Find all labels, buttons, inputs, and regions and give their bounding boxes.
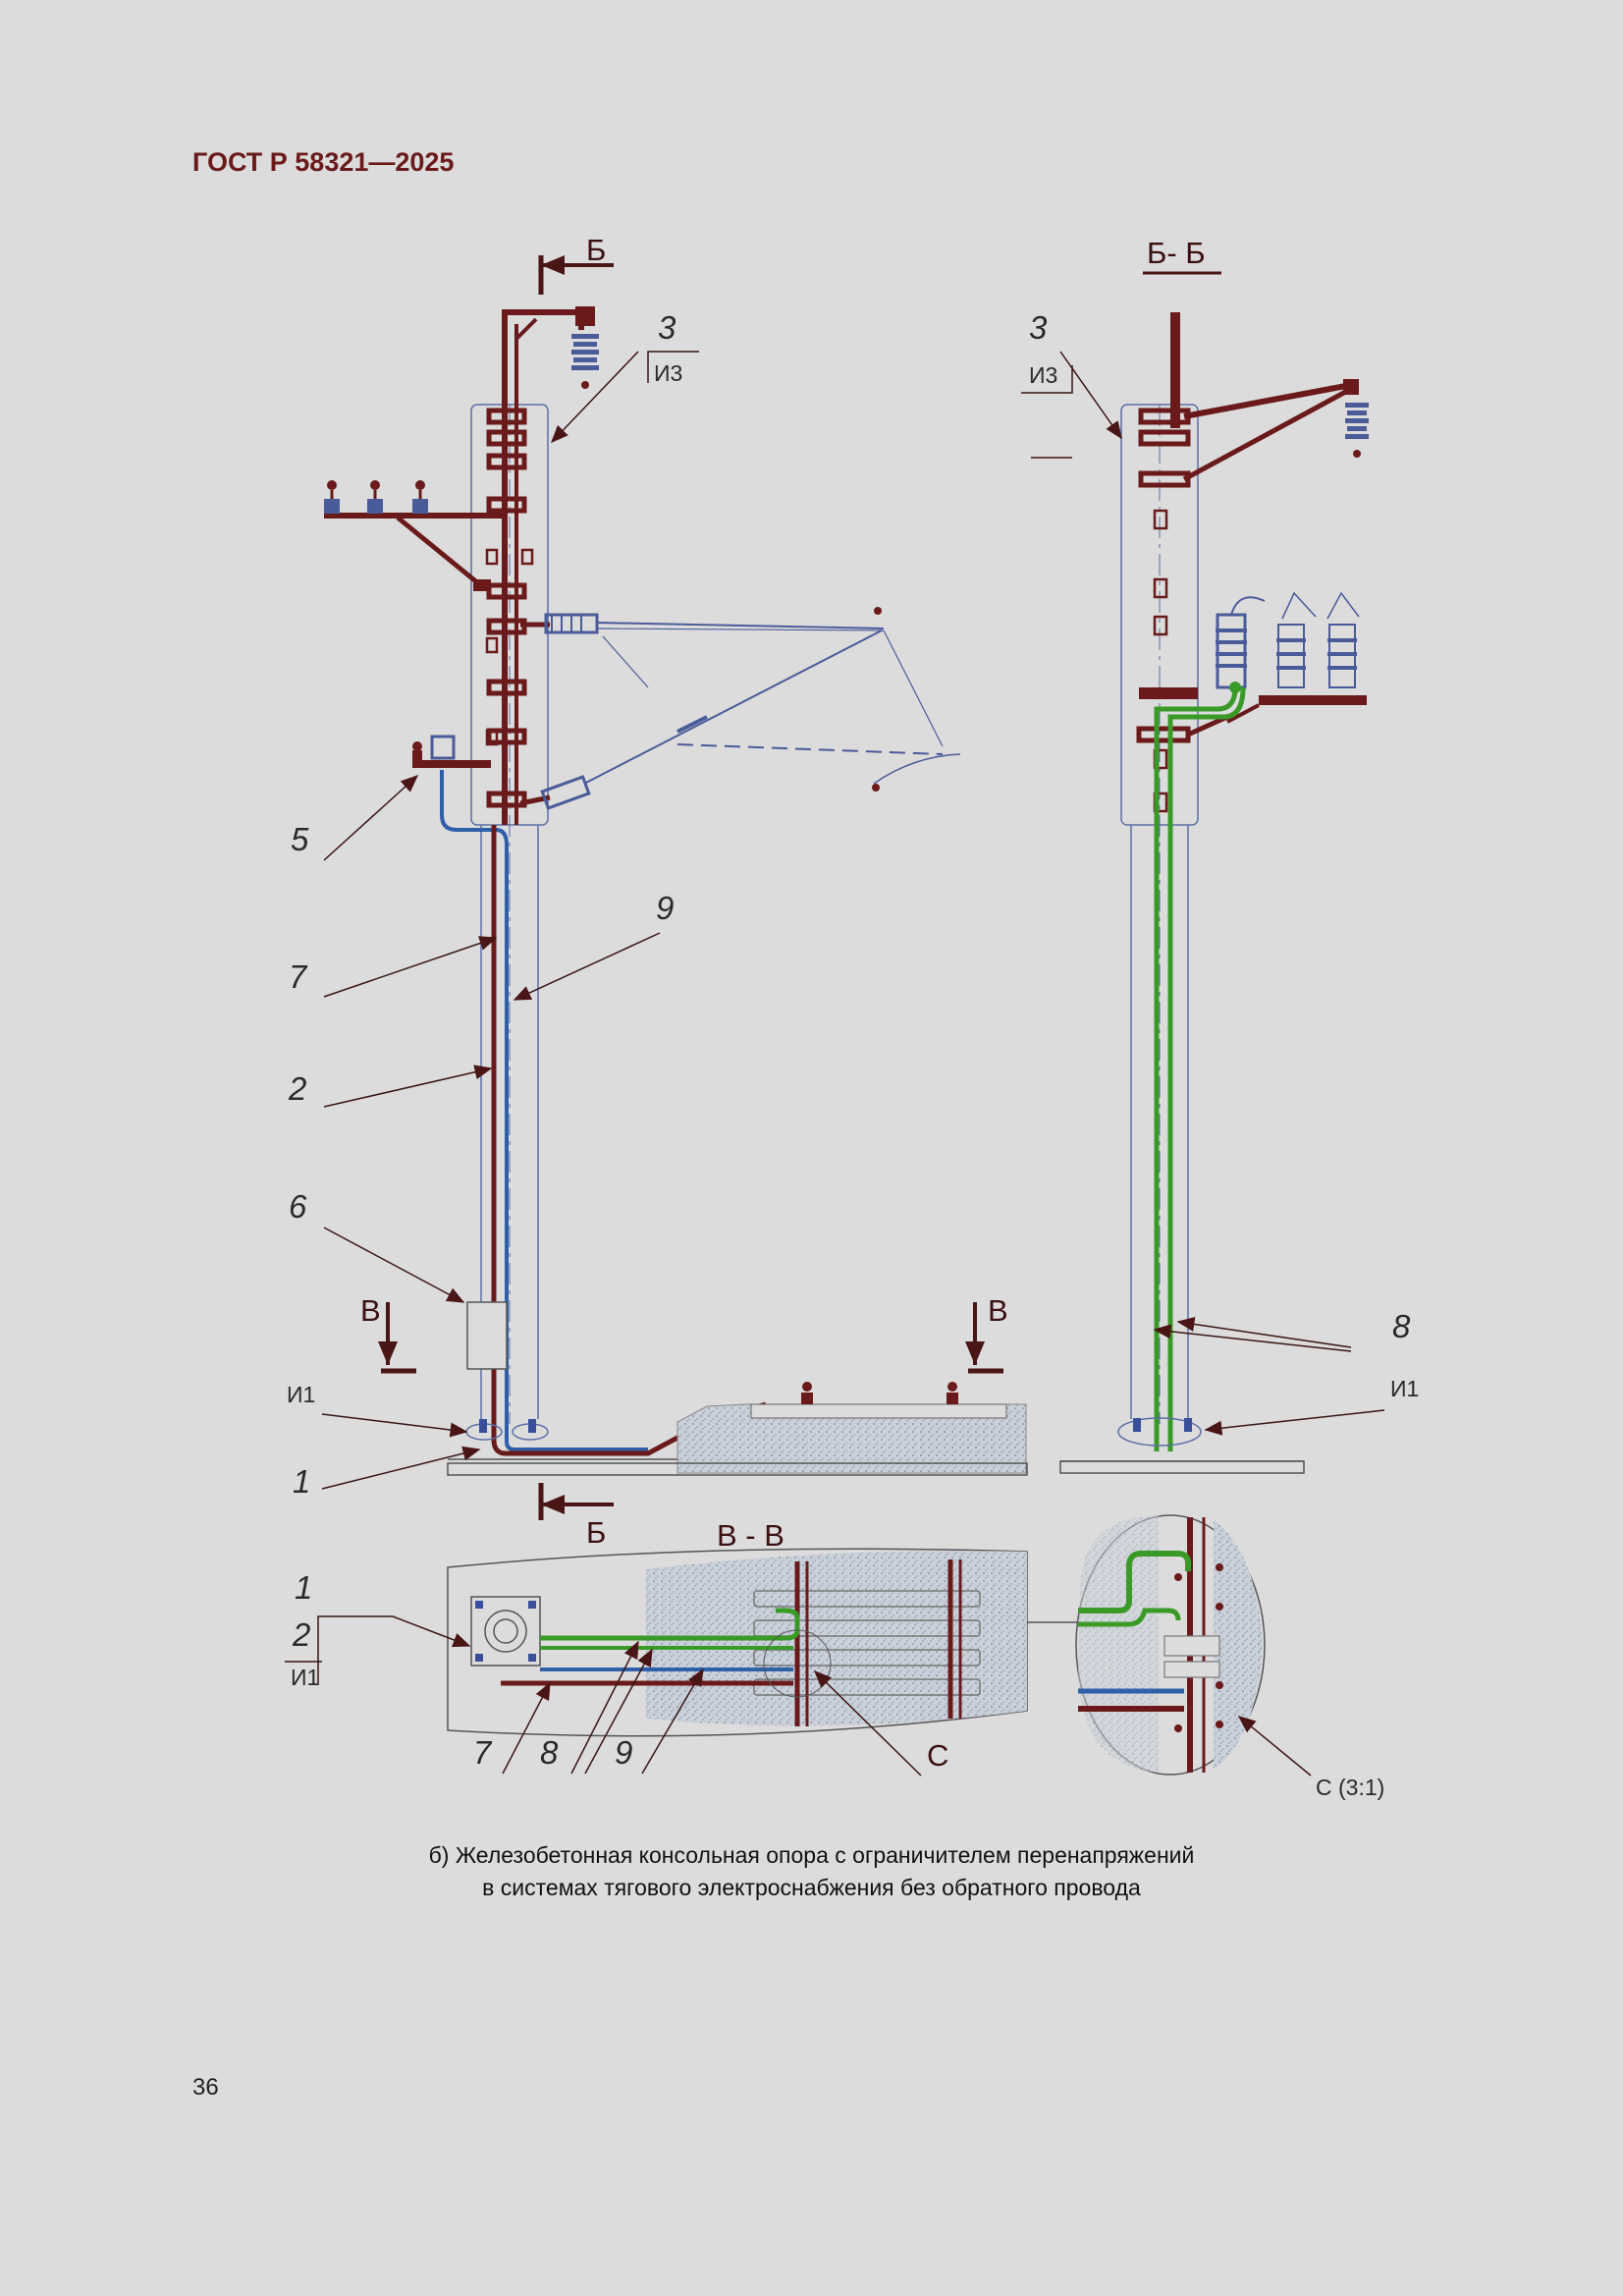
down-conductor [491, 825, 767, 1456]
label-5: 5 [291, 821, 309, 857]
pole-clamps [486, 408, 527, 808]
label-c: С [927, 1738, 948, 1773]
green-conductor-inner [1167, 686, 1246, 1451]
detail-view-c [1075, 1514, 1266, 1776]
section-marker-b-top: Б [538, 233, 614, 295]
svg-text:Б: Б [586, 1515, 606, 1550]
section-title-vv: В - В [717, 1518, 784, 1553]
vv-plan-labels [317, 1615, 1312, 1777]
document-header: ГОСТ Р 58321—2025 [192, 147, 455, 177]
bb-top-insulator [1345, 403, 1369, 458]
section-vv-plan: В - В [447, 1514, 1384, 1800]
top-insulator [571, 334, 599, 389]
cantilever [519, 607, 961, 810]
label-i3-left: И3 [654, 360, 682, 386]
left-view-labels [321, 351, 699, 1490]
label-2-plan: 2 [292, 1616, 310, 1653]
grounding-wire-blue [440, 770, 648, 1451]
feeder-insulator-2 [367, 480, 383, 514]
label-9: 9 [656, 890, 674, 926]
rail-left [801, 1382, 813, 1404]
label-i3-right: И3 [1029, 362, 1057, 388]
svg-text:В: В [360, 1293, 381, 1328]
label-7: 7 [289, 958, 308, 995]
caption-line-1: б) Железобетонная консольная опора с огр… [428, 1842, 1195, 1868]
label-1-plan: 1 [295, 1569, 312, 1606]
label-8-right: 8 [1392, 1308, 1411, 1344]
caption-line-2: в системах тягового электроснабжения без… [482, 1875, 1141, 1900]
svg-text:В: В [988, 1293, 1008, 1328]
left-pole-view [324, 306, 1028, 1476]
plan-sleepers [753, 1590, 981, 1696]
svg-text:Б: Б [586, 233, 606, 267]
section-marker-b-bottom: Б [538, 1483, 614, 1550]
figure-caption: б) Железобетонная консольная опора с огр… [0, 1839, 1623, 1904]
label-3-left: 3 [658, 309, 676, 346]
rail-right [947, 1382, 958, 1404]
section-title-bb: Б- Б [1147, 236, 1206, 270]
technical-drawing: Б Б В В 3 И3 5 9 7 2 6 И1 1 Б- Б [285, 233, 1419, 1800]
feeder-insulator-3 [412, 480, 428, 514]
label-i1-plan: И1 [291, 1665, 319, 1690]
label-1: 1 [293, 1463, 310, 1500]
bb-view-labels [1021, 351, 1385, 1436]
label-9-plan: 9 [615, 1734, 632, 1771]
feeder-bracket [324, 480, 507, 591]
label-7-plan: 7 [473, 1734, 493, 1771]
section-marker-v-right: В [965, 1293, 1008, 1374]
label-i1-right: И1 [1390, 1376, 1419, 1401]
label-8-plan: 8 [540, 1734, 559, 1771]
label-2: 2 [288, 1070, 306, 1107]
bb-support-insulators [1226, 591, 1367, 724]
feeder-insulator-1 [324, 480, 340, 514]
label-c-scale: С (3:1) [1316, 1775, 1384, 1800]
section-bb-view: Б- Б [1031, 236, 1369, 1474]
junction-box [466, 1301, 508, 1370]
page-number: 36 [192, 2074, 219, 2101]
label-6: 6 [289, 1188, 307, 1225]
bb-surge-arrester [1216, 596, 1266, 689]
label-3-right: 3 [1029, 309, 1048, 346]
surge-arrester [412, 735, 491, 768]
label-i1-left: И1 [287, 1382, 315, 1407]
section-marker-v-left: В [360, 1293, 416, 1374]
